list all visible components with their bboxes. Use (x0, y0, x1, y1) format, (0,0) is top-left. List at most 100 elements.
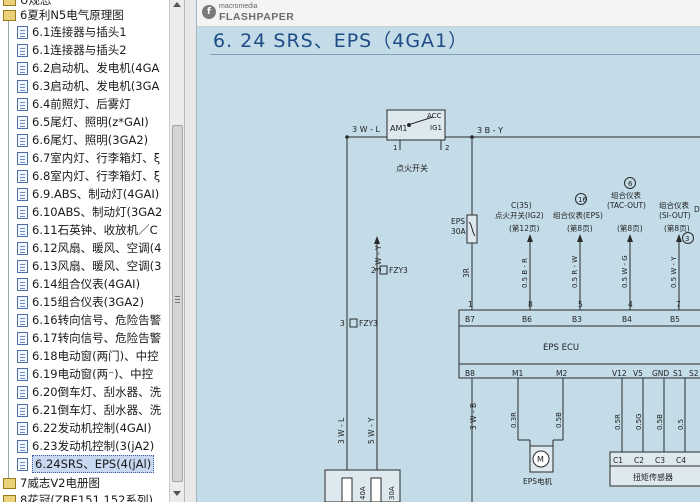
scroll-down-arrow-icon[interactable] (173, 491, 181, 496)
tree-item-label: 6.2启动机、发电机(4GA (32, 61, 160, 75)
page-icon (17, 385, 28, 399)
tree-item-page[interactable]: 6.16转向信号、危险告警 (0, 311, 161, 329)
page-icon (17, 295, 28, 309)
eps-ecu-box (458, 309, 700, 379)
tree-item-page[interactable]: 6.20倒车灯、刮水器、洗 (0, 383, 161, 401)
sensor-label: 扭矩传感器 (633, 472, 673, 482)
tree-item-page[interactable]: 6.11石英钟、收放机／C (0, 221, 158, 239)
connector-fzy3-a: FZY3 (389, 266, 408, 275)
tree-item-page[interactable]: 6.6尾灯、照明(3GA2) (0, 131, 148, 149)
tree-item-label: 7威志V2电册图 (20, 476, 100, 490)
tree-item-label: 6.12风扇、暖风、空调(4 (32, 241, 162, 255)
sensor-pin-c1: C1 (613, 456, 623, 465)
sidebar-scrollbar[interactable] (169, 0, 184, 502)
tree-item-page[interactable]: 6.22发动机控制(4GAI) (0, 419, 152, 437)
ecu-term-b6: B6 (522, 315, 532, 324)
tree-item-label: 6.11石英钟、收放机／C (32, 223, 158, 237)
tree-item-page[interactable]: 6.19电动窗(两⁻)、中控 (0, 365, 153, 383)
ref1-line1: C(35) (511, 201, 532, 210)
tree-item-page[interactable]: 6.24SRS、EPS(4(jAl) (0, 455, 155, 473)
document-viewer[interactable]: f macromedia FLASHPAPER 6. 24 SRS、EPS（4G… (185, 0, 700, 502)
sensor-wire-1: 0.5R (614, 414, 622, 430)
tree-item-page[interactable]: 6.18电动窗(两门)、中控 (0, 347, 159, 365)
wire-label-3wl-top: 3 W - L (352, 125, 381, 134)
ref1-wire: 0.5 B - R (521, 258, 529, 288)
scrollbar-thumb[interactable] (172, 125, 183, 482)
tree-item-page[interactable]: 6.13风扇、暖风、空调(3 (0, 257, 161, 275)
page-icon (17, 115, 28, 129)
tree-item-page[interactable]: 6.23发动机控制(3(jA2) (0, 437, 154, 455)
flashpaper-header: f macromedia FLASHPAPER (197, 0, 700, 27)
wire-label-3wb: 3 W - B (469, 403, 478, 430)
ref2-line2: 组合仪表(EPS) (553, 210, 603, 220)
ecu-pin-ref1: 8 (528, 300, 533, 309)
tree-item-page[interactable]: 6.1连接器与插头2 (0, 41, 127, 59)
ref3-line1: 组合仪表 (611, 190, 641, 200)
tree-item-label: 8花冠(ZRE151,152系列) (20, 493, 153, 502)
ecu-term-s2: S2 (689, 369, 699, 378)
page-icon (17, 277, 28, 291)
connector-pin-3: 3 (340, 319, 345, 328)
page-icon (17, 457, 28, 471)
page-icon (17, 367, 28, 381)
connector-fzy3-b: FZY3 (359, 319, 378, 328)
wire-label-5wy: 5 W - Y (367, 417, 376, 444)
switch-pin-2: 2 (445, 144, 449, 152)
tree-item-label: 6.18电动窗(两门)、中控 (32, 349, 159, 363)
wire-label-3r: 3R (462, 268, 471, 278)
ignition-switch-box (386, 109, 446, 141)
motor-label: EPS电机 (523, 476, 553, 486)
tree-item-label: 6.6尾灯、照明(3GA2) (32, 133, 149, 147)
tree-item-page[interactable]: 6.21倒车灯、刮水器、洗 (0, 401, 161, 419)
grip-line (175, 299, 180, 300)
tree-book-7[interactable]: 7威志V2电册图 (0, 474, 100, 492)
tree-item-label: 6.15组合仪表(3GA2) (32, 295, 144, 309)
tree-item-page[interactable]: 6.8室内灯、行李箱灯、ξ (0, 167, 160, 185)
tree-item-label: 6.17转向信号、危险告警 (32, 331, 162, 345)
page-icon (17, 79, 28, 93)
sensor-pin-c4: C4 (676, 456, 686, 465)
wire-label-05b: 0.5B (555, 412, 563, 428)
ref2-line3: (第8页) (567, 223, 593, 233)
wire-label-3wy: 3 W - Y (374, 245, 383, 272)
ignition-switch-label: 点火开关 (396, 163, 428, 173)
tree-item-partial[interactable]: U规忩 (0, 0, 51, 9)
tree-connector-line (8, 10, 9, 478)
scroll-up-arrow-icon[interactable] (173, 2, 181, 7)
tree-item-page[interactable]: 6.3启动机、发电机(3GA (0, 77, 159, 95)
tree-book-6[interactable]: 6夏利N5电气原理图 (0, 6, 124, 24)
page-icon (17, 331, 28, 345)
ecu-pin-ref2: 5 (578, 300, 583, 309)
ecu-term-m1: M1 (512, 369, 523, 378)
tree-item-page[interactable]: 6.14组合仪表(4GAI) (0, 275, 140, 293)
brand-small: macromedia (219, 3, 258, 10)
page-icon (17, 349, 28, 363)
ref1-line3: (第12页) (509, 223, 539, 233)
tree-item-page[interactable]: 6.2启动机、发电机(4GA (0, 59, 159, 77)
grip-line (175, 302, 180, 303)
tree-item-label: 6.23发动机控制(3(jA2) (32, 439, 155, 453)
book-icon (3, 0, 16, 6)
tree-item-page[interactable]: 6.9.ABS、制动灯(4GAI) (0, 185, 159, 203)
page-icon (17, 205, 28, 219)
tree-item-page[interactable]: 6.10ABS、制动灯(3GA2 (0, 203, 162, 221)
tree-item-page[interactable]: 6.15组合仪表(3GA2) (0, 293, 144, 311)
page-icon (17, 259, 28, 273)
tree-item-page[interactable]: 6.1连接器与插头1 (0, 23, 127, 41)
tree-item-page[interactable]: 6.12风扇、暖风、空调(4 (0, 239, 161, 257)
tree-item-page[interactable]: 6.7室内灯、行李箱灯、ξ (0, 149, 160, 167)
ref3-circle: 6 (628, 180, 633, 188)
tree-item-page[interactable]: 6.17转向信号、危险告警 (0, 329, 161, 347)
page-icon (17, 61, 28, 75)
tree-item-page[interactable]: 6.4前照灯、后雾灯 (0, 95, 131, 113)
tree-item-page[interactable]: 6.5尾灯、照明(z*GAI) (0, 113, 149, 131)
page-icon (17, 313, 28, 327)
page-icon (17, 439, 28, 453)
wiring-diagram: AM1 ACC IG1 1 2 点火开关 3 W - L 3 B - Y EPS… (324, 109, 700, 502)
tree-item-label: 6.13风扇、暖风、空调(3 (32, 259, 162, 273)
sensor-pin-c3: C3 (655, 456, 665, 465)
ref4-line3: (第8页) (664, 223, 690, 233)
tree-book-8[interactable]: 8花冠(ZRE151,152系列) (0, 491, 153, 502)
tree-item-label: 6.4前照灯、后雾灯 (32, 97, 131, 111)
